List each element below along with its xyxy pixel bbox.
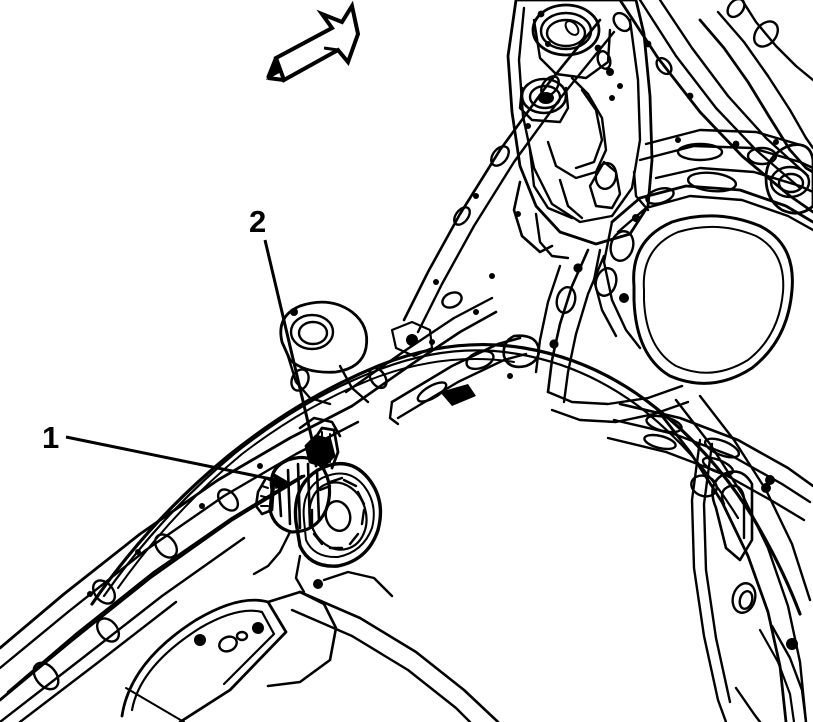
tower-to-center-diagonal [402, 18, 616, 334]
misc-details [390, 273, 513, 406]
upper-mount-bracket [279, 300, 370, 406]
callout-1-label: 1 [42, 420, 59, 455]
top-right-bracket [698, 0, 813, 215]
view-direction-arrow [266, 0, 361, 83]
strut-tower [506, 0, 654, 260]
callout-1[interactable]: 1 [42, 420, 293, 489]
callout-1-arrowhead [273, 472, 293, 489]
right-frame-panel [592, 166, 813, 385]
center-tubular-member [388, 334, 541, 426]
callout-2-leader-line [263, 239, 317, 453]
right-upper-slats [632, 128, 813, 212]
callout-2[interactable]: 2 [249, 204, 322, 464]
right-lower-rails [654, 394, 812, 722]
lower-center-rails [290, 570, 500, 722]
horn-assembly [252, 426, 383, 594]
left-lower-rail [0, 474, 338, 722]
right-mid-slats [606, 402, 813, 522]
callout-2-label: 2 [249, 204, 266, 239]
callout-1-leader-line [65, 435, 282, 483]
callout-2-arrowhead [306, 442, 322, 464]
